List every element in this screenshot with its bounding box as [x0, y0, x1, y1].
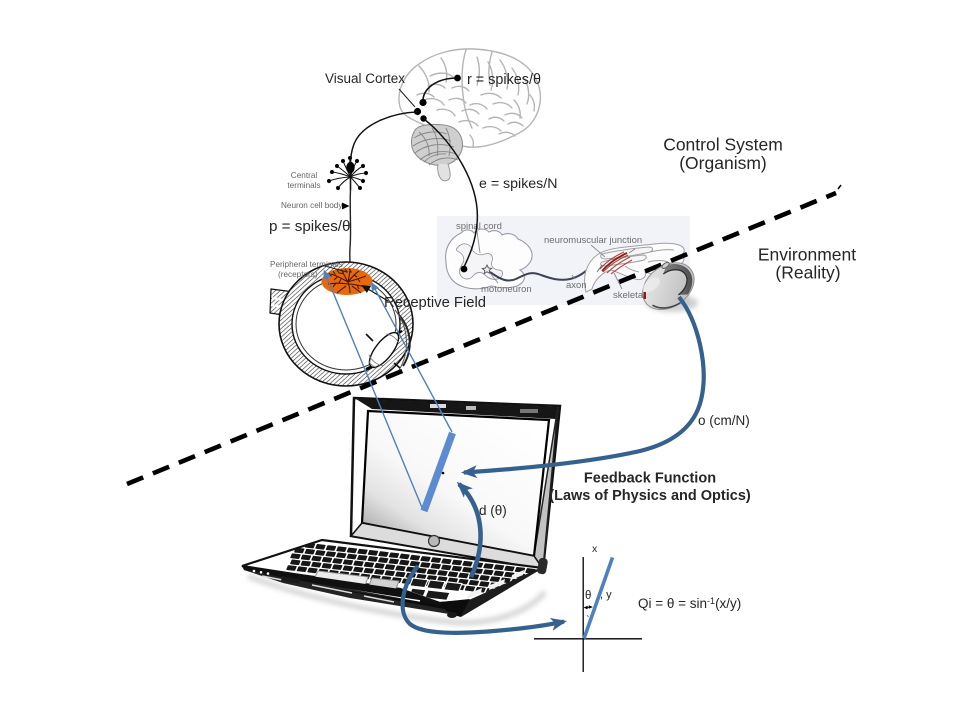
svg-text:skeletal m: skeletal m	[613, 290, 656, 301]
svg-text:Control System: Control System	[663, 135, 783, 155]
svg-text:(Organism): (Organism)	[679, 153, 767, 173]
svg-text:spinal cord: spinal cord	[456, 221, 502, 232]
svg-text:Feedback Function: Feedback Function	[584, 471, 716, 487]
svg-text:terminals: terminals	[287, 181, 320, 190]
svg-text:neuromuscular junction: neuromuscular junction	[544, 235, 642, 246]
svg-text:axon: axon	[566, 280, 587, 291]
svg-text:Neuron cell body: Neuron cell body	[281, 201, 343, 210]
svg-text:(receptors): (receptors)	[278, 270, 318, 279]
svg-text:Peripheral terminals: Peripheral terminals	[270, 260, 343, 269]
svg-text:(Laws of Physics and Optics): (Laws of Physics and Optics)	[549, 488, 751, 504]
svg-text:d (θ): d (θ)	[479, 503, 507, 518]
svg-text:, y: , y	[600, 589, 612, 601]
svg-text:Qi = θ = sin-1(x/y): Qi = θ = sin-1(x/y)	[638, 596, 741, 611]
svg-text:p = spikes/θ: p = spikes/θ	[269, 218, 350, 235]
svg-text:(Reality): (Reality)	[775, 263, 840, 283]
svg-text:motoneuron: motoneuron	[481, 284, 532, 295]
svg-text:x: x	[592, 543, 598, 555]
svg-text:Visual Cortex: Visual Cortex	[325, 71, 405, 86]
svg-text:θ: θ	[585, 590, 591, 602]
svg-text:Environment: Environment	[758, 245, 856, 265]
svg-text:e = spikes/N: e = spikes/N	[479, 176, 557, 192]
svg-text:r = spikes/θ: r = spikes/θ	[467, 72, 541, 88]
svg-text:o (cm/N): o (cm/N)	[698, 413, 750, 428]
svg-text:Receptive Field: Receptive Field	[384, 295, 486, 311]
svg-text:Central: Central	[291, 171, 318, 180]
